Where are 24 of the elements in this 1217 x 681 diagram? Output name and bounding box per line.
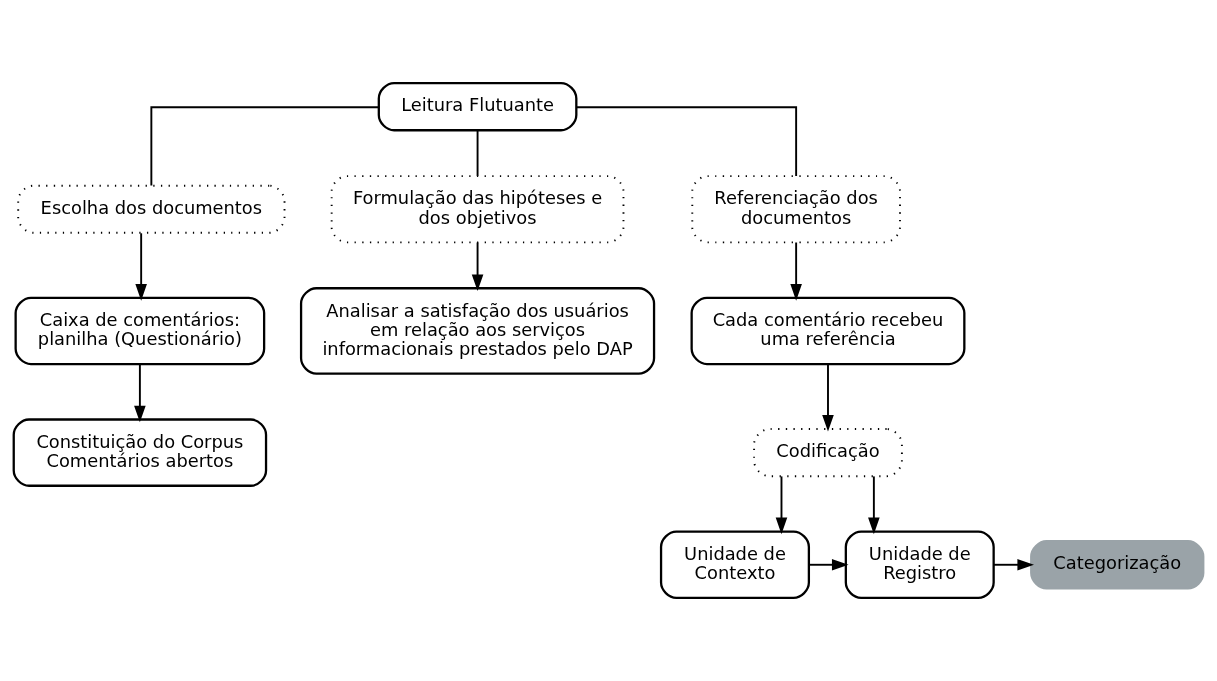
node-box: Escolha dos documentos	[17, 184, 286, 234]
arrow	[135, 232, 147, 301]
node-box: Unidade de Registro	[844, 530, 995, 600]
arrow	[822, 363, 834, 432]
node-box: Cada comentário recebeu uma referência	[690, 296, 966, 366]
node-box: Formulação das hipóteses e dos objetivos	[330, 175, 625, 244]
arrow	[808, 558, 849, 571]
arrow	[134, 363, 146, 423]
connector	[150, 106, 380, 187]
arrow	[775, 475, 788, 535]
node-box: Caixa de comentários: planilha (Questionário)	[14, 296, 266, 366]
connector	[476, 129, 479, 177]
arrow	[992, 558, 1034, 571]
node-box: Unidade de Contexto	[659, 530, 811, 600]
node-box: Referenciação dos documentos	[691, 175, 901, 244]
node-box: Analisar a satisfação dos usuários em relação aos serviços informacionais prestados pelo DAP	[299, 287, 656, 375]
arrow	[790, 241, 802, 301]
arrow	[868, 475, 880, 535]
node-box: Constituição do Corpus Comentários abertos	[12, 418, 268, 487]
node-box: Codificação	[753, 428, 903, 478]
node-box: Leitura Flutuante	[377, 81, 578, 132]
connector	[575, 106, 798, 177]
node-box: Categorização	[1030, 540, 1205, 590]
arrow	[471, 241, 484, 292]
